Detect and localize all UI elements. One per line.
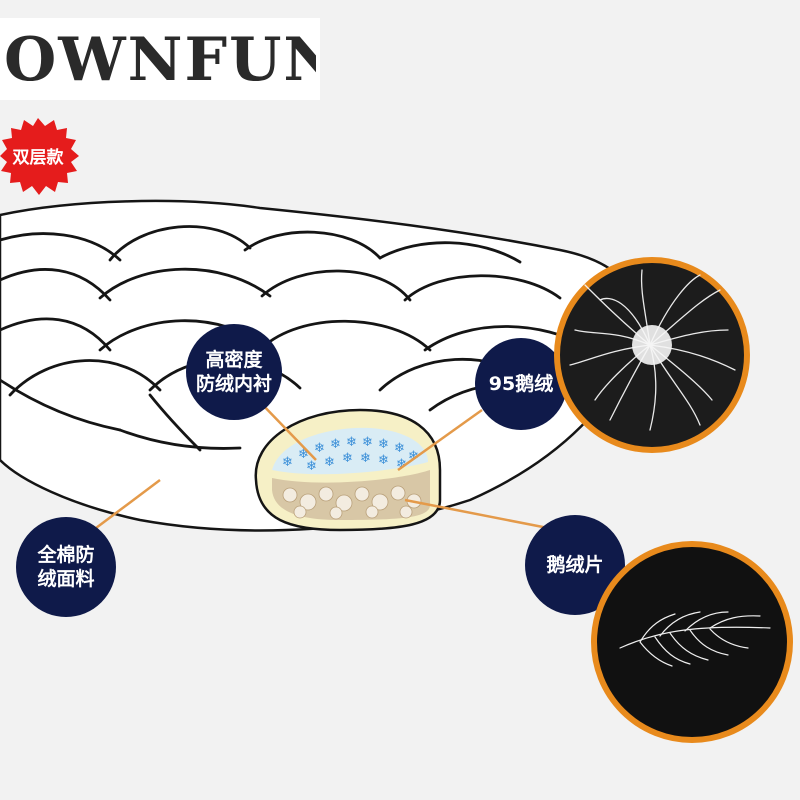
callout-circle-fabric	[16, 517, 116, 617]
svg-text:❄: ❄	[394, 441, 405, 456]
svg-text:❄: ❄	[282, 455, 293, 470]
svg-text:❄: ❄	[314, 441, 325, 456]
brand-logo: OWNFUN	[0, 18, 320, 100]
svg-text:❄: ❄	[330, 437, 341, 452]
badge-label: 双层款	[12, 148, 64, 168]
callout-fabric-line1: 全棉防	[37, 544, 95, 566]
svg-text:❄: ❄	[360, 451, 371, 466]
callout-fabric-line2: 绒面料	[37, 568, 95, 590]
goose-feather-photo	[591, 541, 793, 743]
brand-logo-text: OWNFUN	[4, 30, 316, 90]
svg-text:❄: ❄	[378, 437, 389, 452]
svg-text:❄: ❄	[306, 459, 317, 474]
svg-text:❄: ❄	[408, 449, 419, 464]
badge-starburst	[0, 118, 79, 195]
callout-feather-label: 鹅绒片	[525, 553, 625, 577]
svg-text:❄: ❄	[346, 435, 357, 450]
callout-lining-line2: 防绒内衬	[195, 373, 272, 395]
svg-text:❄: ❄	[298, 447, 309, 462]
callout-lining-label: 高密度 防绒内衬	[186, 348, 282, 396]
cross-section: ❄❄❄ ❄❄❄ ❄❄❄ ❄❄❄ ❄❄❄	[254, 408, 442, 532]
svg-text:❄: ❄	[362, 435, 373, 450]
callout-circle-lining	[186, 324, 282, 420]
svg-text:❄: ❄	[342, 451, 353, 466]
callout-down-text: 95鹅绒	[488, 373, 554, 395]
callout-circle-feather	[525, 515, 625, 615]
svg-text:❄: ❄	[396, 457, 407, 472]
svg-text:❄: ❄	[378, 453, 389, 468]
callout-down-label: 95鹅绒	[475, 372, 567, 396]
callout-fabric-label: 全棉防 绒面料	[16, 543, 116, 591]
goose-down-photo	[554, 257, 750, 453]
callout-feather-text: 鹅绒片	[546, 554, 604, 576]
leader-lines	[95, 399, 549, 530]
callout-circle-down	[475, 338, 567, 430]
svg-text:❄: ❄	[324, 455, 335, 470]
callout-lining-line1: 高密度	[205, 349, 263, 371]
